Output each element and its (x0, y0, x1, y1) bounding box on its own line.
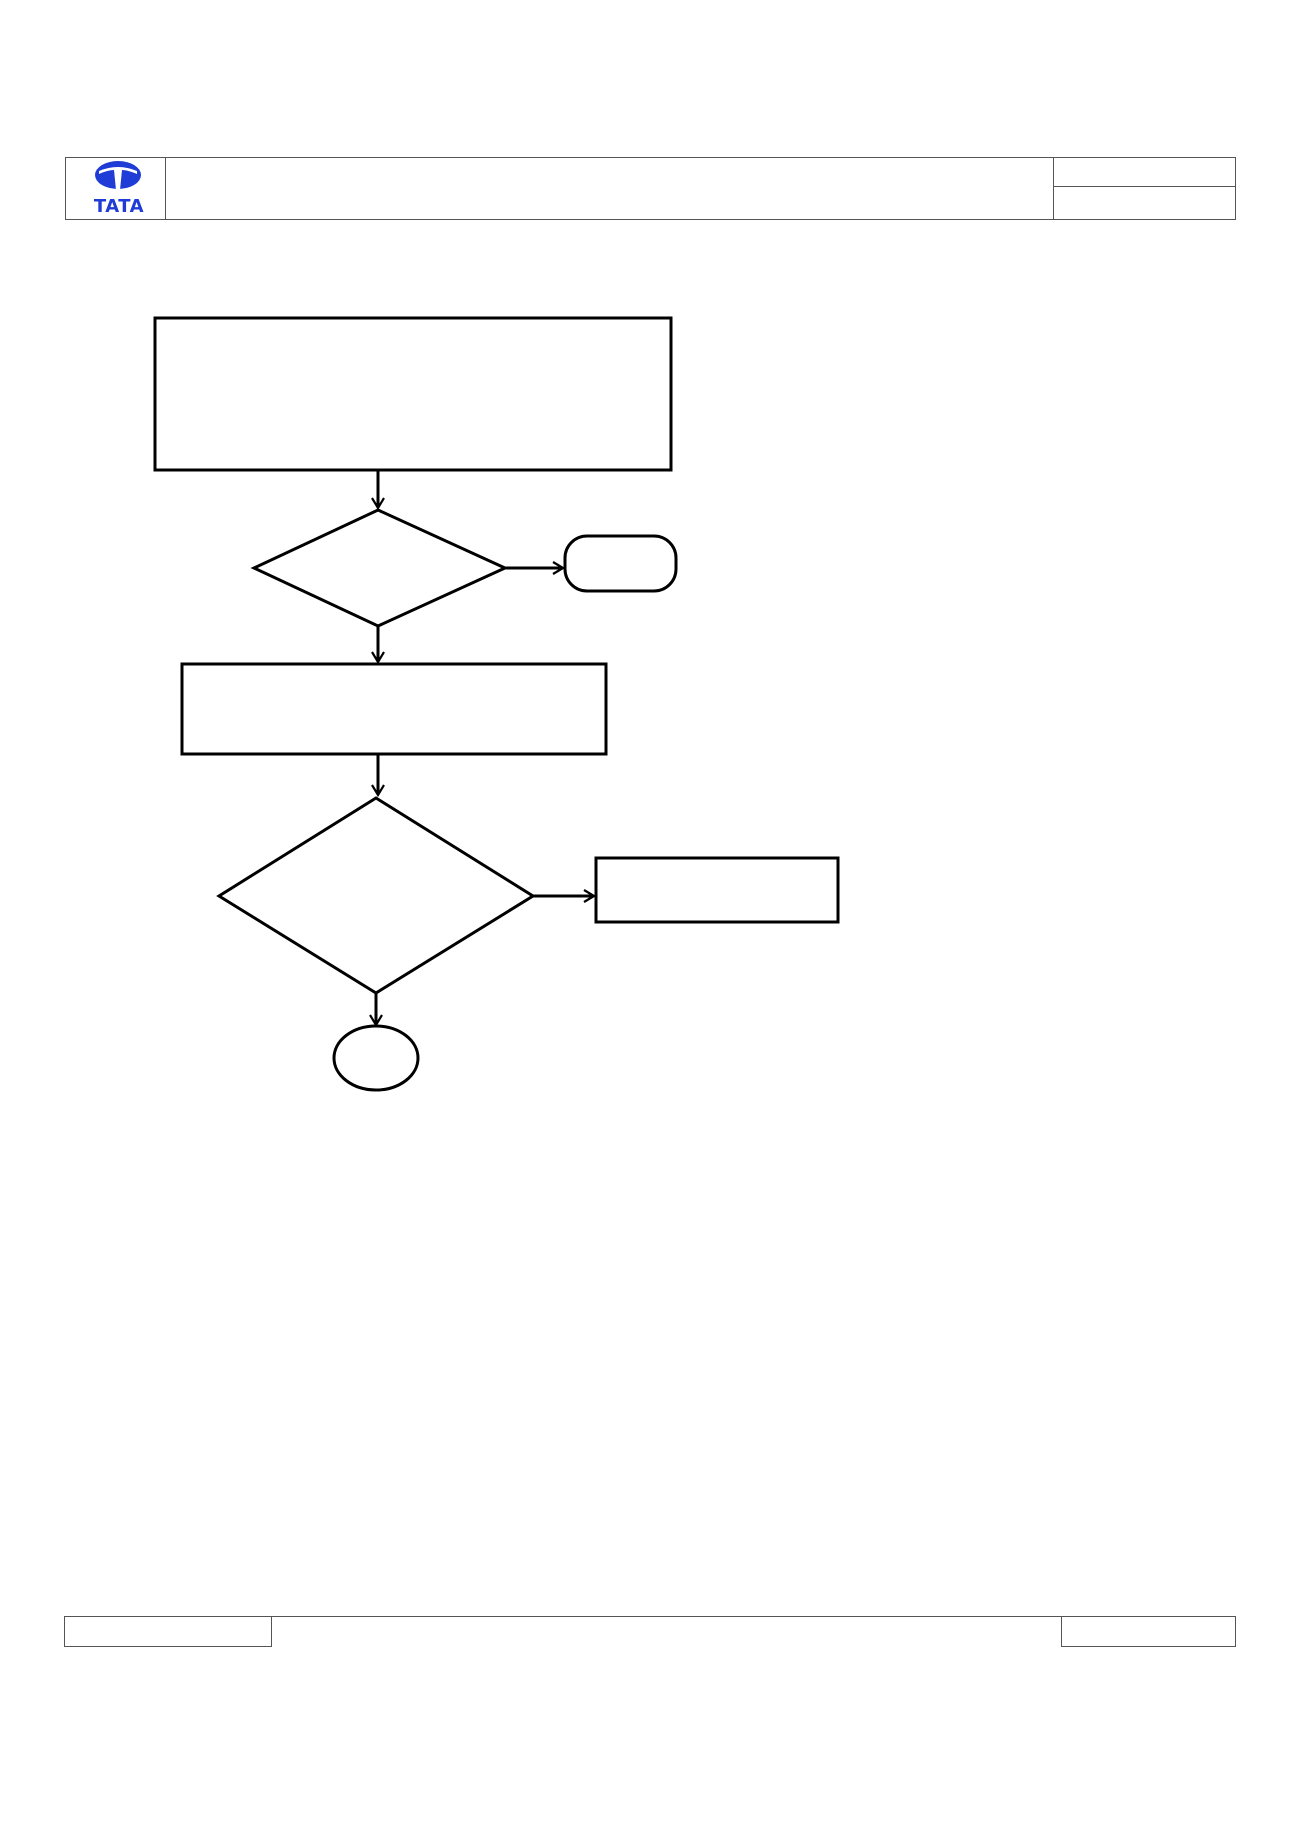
process-box-1 (153, 316, 673, 472)
connector-circle-1 (332, 1024, 420, 1092)
tata-logo-icon (95, 161, 141, 190)
process-box-3 (594, 856, 840, 924)
footer-left-cell (64, 1616, 272, 1647)
header-ref-bottom-cell (1053, 186, 1236, 220)
footer-right-cell (1061, 1616, 1236, 1647)
process-box-2 (180, 662, 608, 756)
decision-diamond-1 (250, 508, 509, 628)
header-title-cell (165, 157, 1054, 220)
terminal-box-1 (563, 534, 678, 593)
header-logo-cell (65, 157, 166, 220)
footer-middle-rule (271, 1616, 1062, 1617)
decision-diamond-2 (216, 796, 536, 995)
logo-wordmark: TATA (93, 196, 145, 217)
